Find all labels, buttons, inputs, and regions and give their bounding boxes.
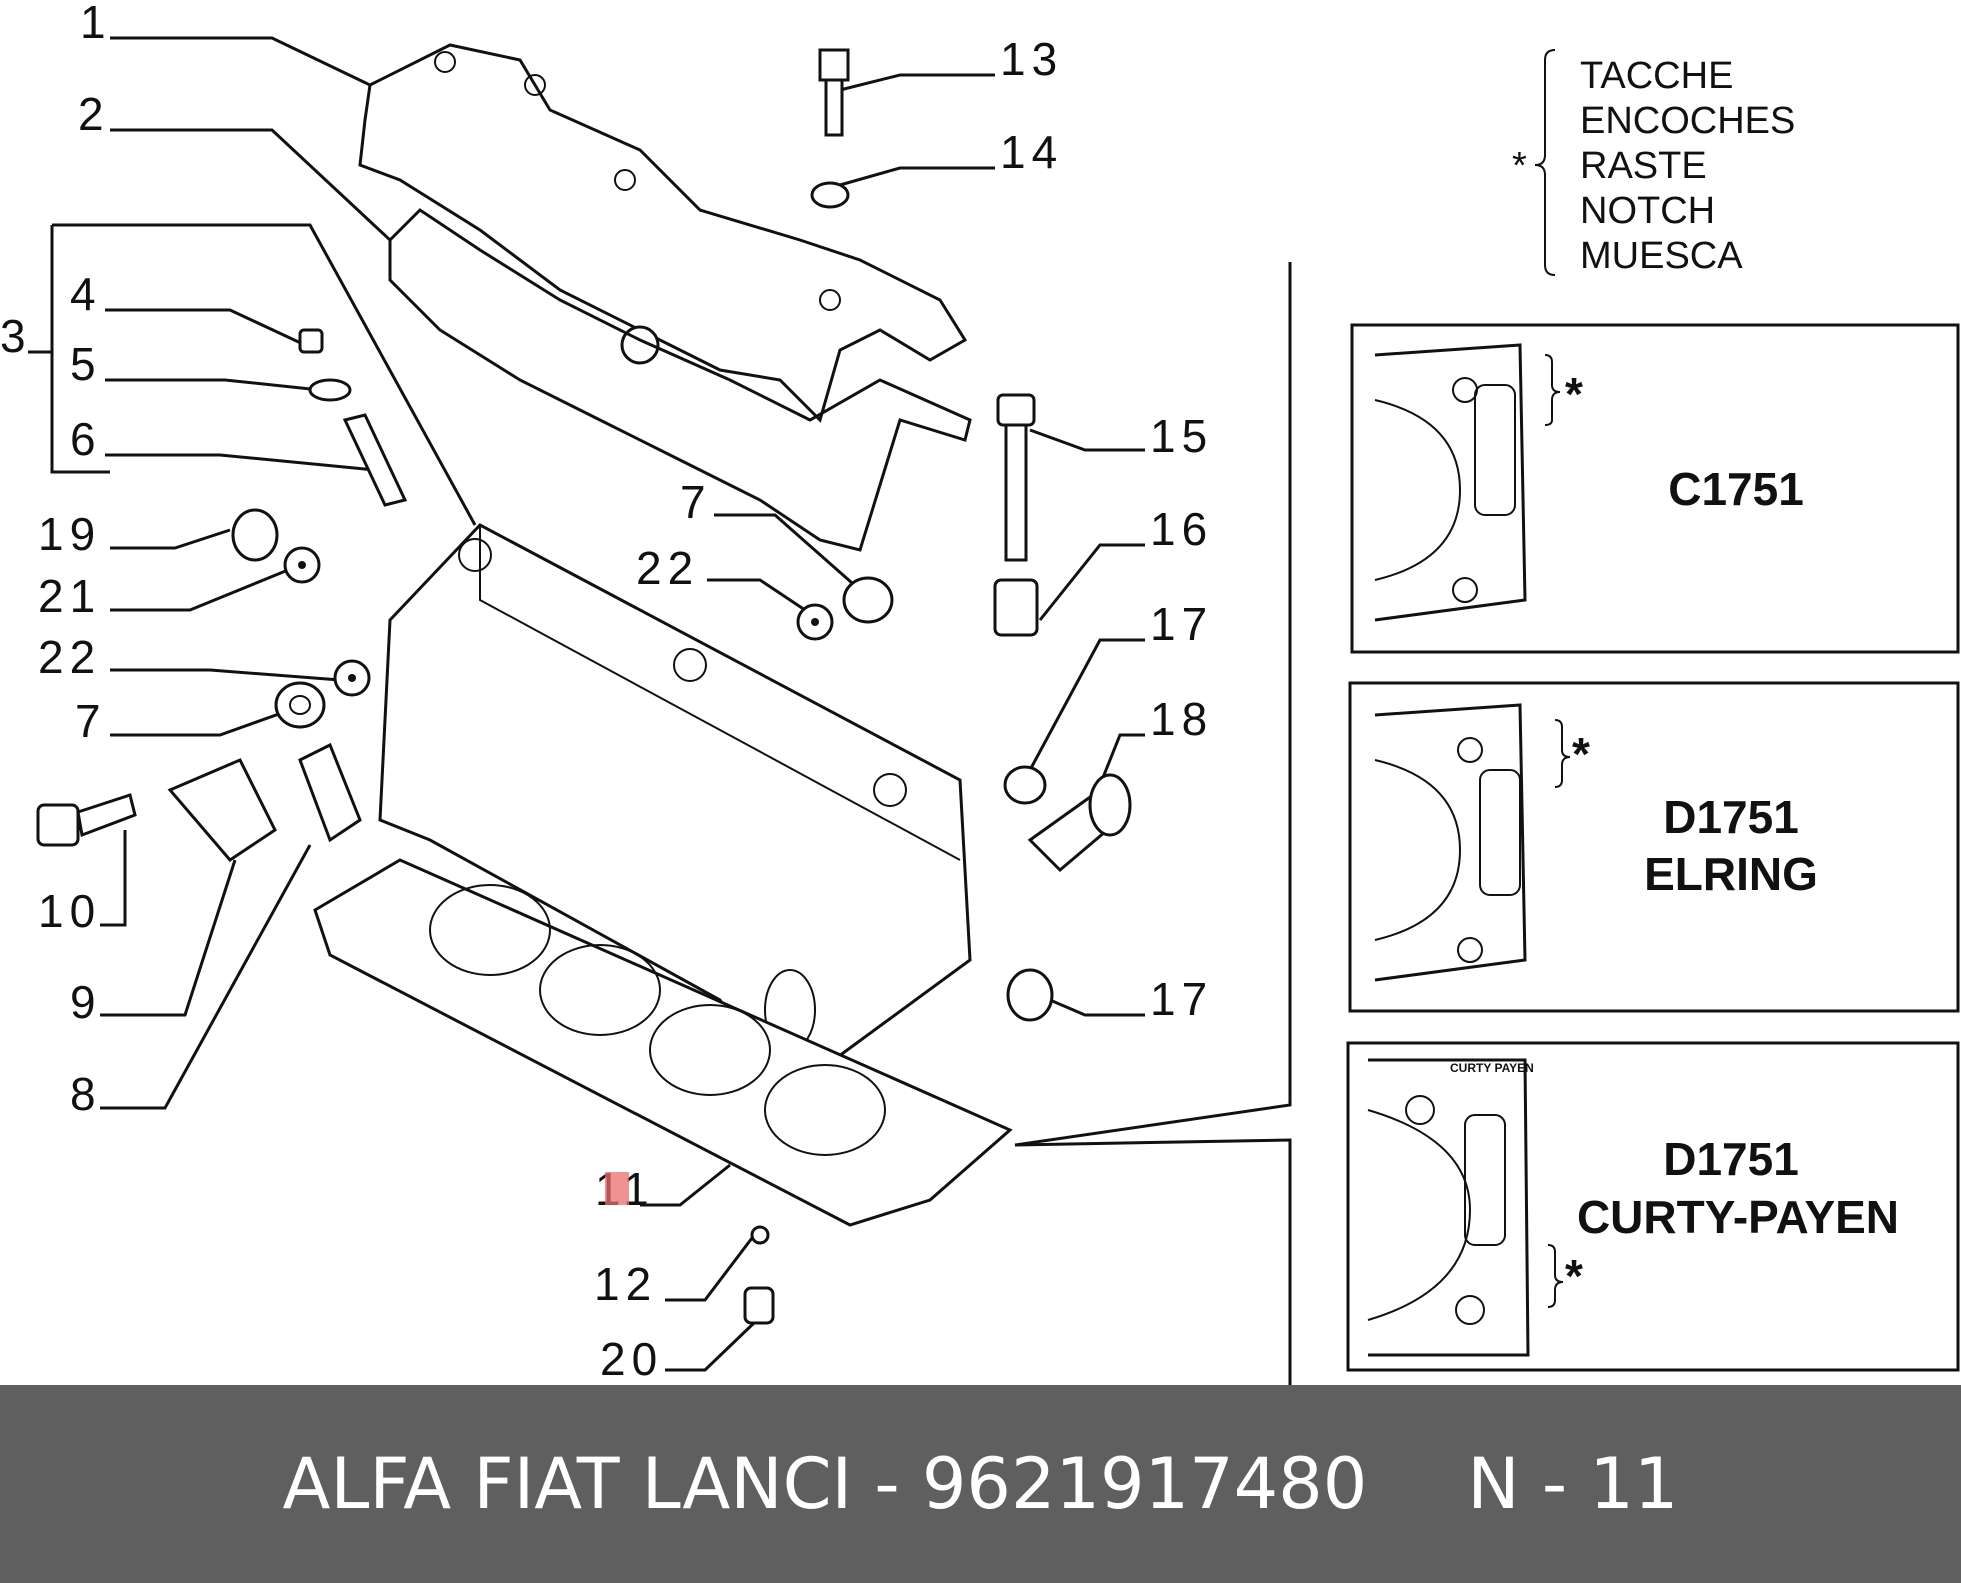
parts-diagram: 1 2 3 4 5 6 19 21 22 7 10 9 8 11 12 20 1… bbox=[0, 0, 1960, 1385]
part-sleeve-16 bbox=[993, 578, 1039, 637]
legend-entry-muesca: MUESCA bbox=[1580, 235, 1743, 277]
callout-18: 18 bbox=[1150, 693, 1213, 745]
gasket-maker-elring: ELRING bbox=[1644, 848, 1818, 900]
gasket-box-d1751-curty-payen: CURTY PAYEN * D1751 CURTY-PAYEN bbox=[1346, 1041, 1960, 1372]
callout-13: 13 bbox=[1000, 33, 1063, 85]
callout-17-top: 17 bbox=[1150, 598, 1213, 650]
callout-16: 16 bbox=[1150, 503, 1213, 555]
callout-1: 1 bbox=[80, 0, 112, 48]
callout-7-right: 7 bbox=[680, 476, 712, 528]
legend-entry-notch: NOTCH bbox=[1580, 190, 1715, 232]
callout-14: 14 bbox=[1000, 126, 1063, 178]
callout-10: 10 bbox=[38, 885, 101, 937]
gasket-box-c1751: * C1751 bbox=[1350, 323, 1960, 654]
part-ring-21 bbox=[283, 546, 321, 584]
part-plug-7-left bbox=[274, 681, 326, 729]
legend-star: * bbox=[1512, 145, 1527, 187]
part-cap-17-top bbox=[1003, 765, 1047, 805]
part-stud-6 bbox=[342, 413, 408, 507]
part-gasket-8 bbox=[298, 742, 362, 843]
callout-2: 2 bbox=[78, 88, 110, 140]
footer-brand-part-number: ALFA FIAT LANCI - 9621917480 bbox=[282, 1443, 1368, 1525]
gasket-code-d1751-curty: D1751 bbox=[1663, 1133, 1799, 1185]
part-ring-22-left bbox=[333, 659, 371, 697]
legend-entry-encoches: ENCOCHES bbox=[1580, 100, 1795, 142]
part-washer-14 bbox=[810, 181, 850, 209]
callout-8: 8 bbox=[70, 1068, 102, 1120]
footer-position-number: N - 11 bbox=[1467, 1443, 1679, 1525]
callout-22-right: 22 bbox=[636, 542, 699, 594]
part-screw-10 bbox=[36, 793, 137, 847]
part-nut-4 bbox=[298, 328, 324, 354]
svg-text:*: * bbox=[1565, 368, 1583, 420]
part-bolt-15 bbox=[996, 393, 1036, 562]
part-cap-17-bottom bbox=[1006, 968, 1054, 1022]
callout-15: 15 bbox=[1150, 410, 1213, 462]
part-plug-7-right bbox=[842, 576, 894, 624]
part-ring-22-right bbox=[796, 603, 834, 641]
part-oring-12 bbox=[750, 1225, 770, 1245]
callout-3: 3 bbox=[0, 310, 32, 362]
callout-17-bottom: 17 bbox=[1150, 973, 1213, 1025]
leader-lines bbox=[28, 36, 1292, 1385]
part-plate-9 bbox=[167, 758, 277, 862]
callout-20: 20 bbox=[600, 1333, 663, 1385]
part-dowel-20 bbox=[743, 1286, 775, 1325]
svg-text:*: * bbox=[1572, 728, 1590, 780]
part-valve-cover bbox=[358, 43, 968, 423]
callout-4: 4 bbox=[70, 268, 102, 320]
callout-22-left: 22 bbox=[38, 631, 101, 683]
part-valve-cover-gasket bbox=[388, 208, 972, 552]
part-cylinder-head bbox=[378, 523, 972, 1072]
callout-7-left: 7 bbox=[75, 695, 107, 747]
callout-9: 9 bbox=[70, 976, 102, 1028]
part-plug-19 bbox=[231, 508, 279, 562]
svg-text:*: * bbox=[1565, 1250, 1583, 1302]
gasket-box-d1751-elring: * D1751 ELRING bbox=[1348, 681, 1960, 1013]
legend-entry-raste: RASTE bbox=[1580, 145, 1707, 187]
highlight-marker bbox=[605, 1172, 629, 1205]
part-head-gasket-11 bbox=[313, 858, 1013, 1227]
callout-6: 6 bbox=[70, 413, 102, 465]
curty-payen-stamp: CURTY PAYEN bbox=[1450, 1061, 1534, 1075]
part-sensor-18 bbox=[1027, 773, 1132, 873]
gasket-maker-curty-payen: CURTY-PAYEN bbox=[1577, 1191, 1899, 1243]
gasket-code-c1751: C1751 bbox=[1668, 463, 1804, 515]
callout-5: 5 bbox=[70, 338, 102, 390]
gasket-code-d1751-elring: D1751 bbox=[1663, 791, 1799, 843]
callout-21: 21 bbox=[38, 570, 101, 622]
notch-legend: * TACCHE ENCOCHES RASTE NOTCH MUESCA bbox=[1512, 49, 1795, 277]
footer-bar: ALFA FIAT LANCI - 9621917480 N - 11 bbox=[0, 1385, 1961, 1583]
callout-19: 19 bbox=[38, 508, 101, 560]
part-washer-5 bbox=[308, 378, 352, 402]
part-bolt-13 bbox=[818, 48, 850, 137]
legend-entry-tacche: TACCHE bbox=[1580, 55, 1733, 97]
callout-12: 12 bbox=[594, 1258, 657, 1310]
